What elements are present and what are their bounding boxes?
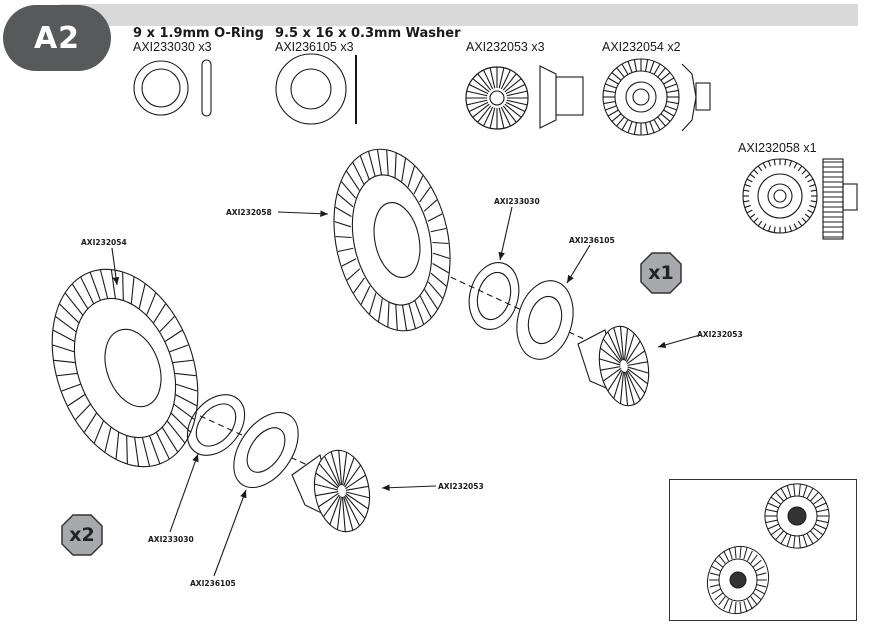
upper-ring-gear [333, 148, 451, 332]
callout-upper-ring-gear: AXI232058 [226, 208, 272, 217]
oring-icon [133, 59, 212, 117]
oring-part-number: AXI233030 x3 [133, 40, 212, 54]
quantity-badge-upper: x1 [639, 251, 683, 295]
step-badge: A2 [3, 5, 111, 71]
callout-lower-washer: AXI236105 [190, 579, 236, 588]
callout-lower-ring-gear: AXI232054 [81, 238, 127, 247]
quantity-badge-lower: x2 [60, 513, 104, 557]
upper-washer [516, 280, 574, 360]
pinion-part-number: AXI232053 x3 [466, 40, 545, 54]
lower-ring-gear [51, 268, 199, 468]
upper-pinion-gear [577, 325, 650, 407]
oring-name: 9 x 1.9mm O-Ring [133, 26, 264, 41]
washer-icon [275, 53, 357, 125]
ring-gear-part-number: AXI232054 x2 [602, 40, 681, 54]
lower-pinion-gear [291, 449, 371, 533]
quantity-upper: x1 [648, 262, 674, 284]
callout-lower-pinion: AXI232053 [438, 482, 484, 491]
lower-washer [233, 411, 299, 489]
ring-gear-icon [602, 58, 711, 136]
washer-part-number: AXI236105 x3 [275, 40, 354, 54]
spur-gear-part-number: AXI232058 x1 [738, 141, 817, 155]
step-label: A2 [33, 20, 81, 56]
upper-oring [468, 262, 520, 330]
callout-upper-washer: AXI236105 [569, 236, 615, 245]
callout-upper-oring: AXI233030 [494, 197, 540, 206]
washer-name: 9.5 x 16 x 0.3mm Washer [275, 26, 461, 41]
quantity-lower: x2 [69, 524, 95, 546]
completed-assembly-inset [669, 479, 857, 621]
callout-upper-pinion: AXI232053 [697, 330, 743, 339]
pinion-gear-icon [465, 65, 584, 130]
spur-gear-icon [742, 158, 858, 240]
lower-oring [186, 394, 246, 456]
step-header-bar [60, 4, 858, 26]
callout-lower-oring: AXI233030 [148, 535, 194, 544]
